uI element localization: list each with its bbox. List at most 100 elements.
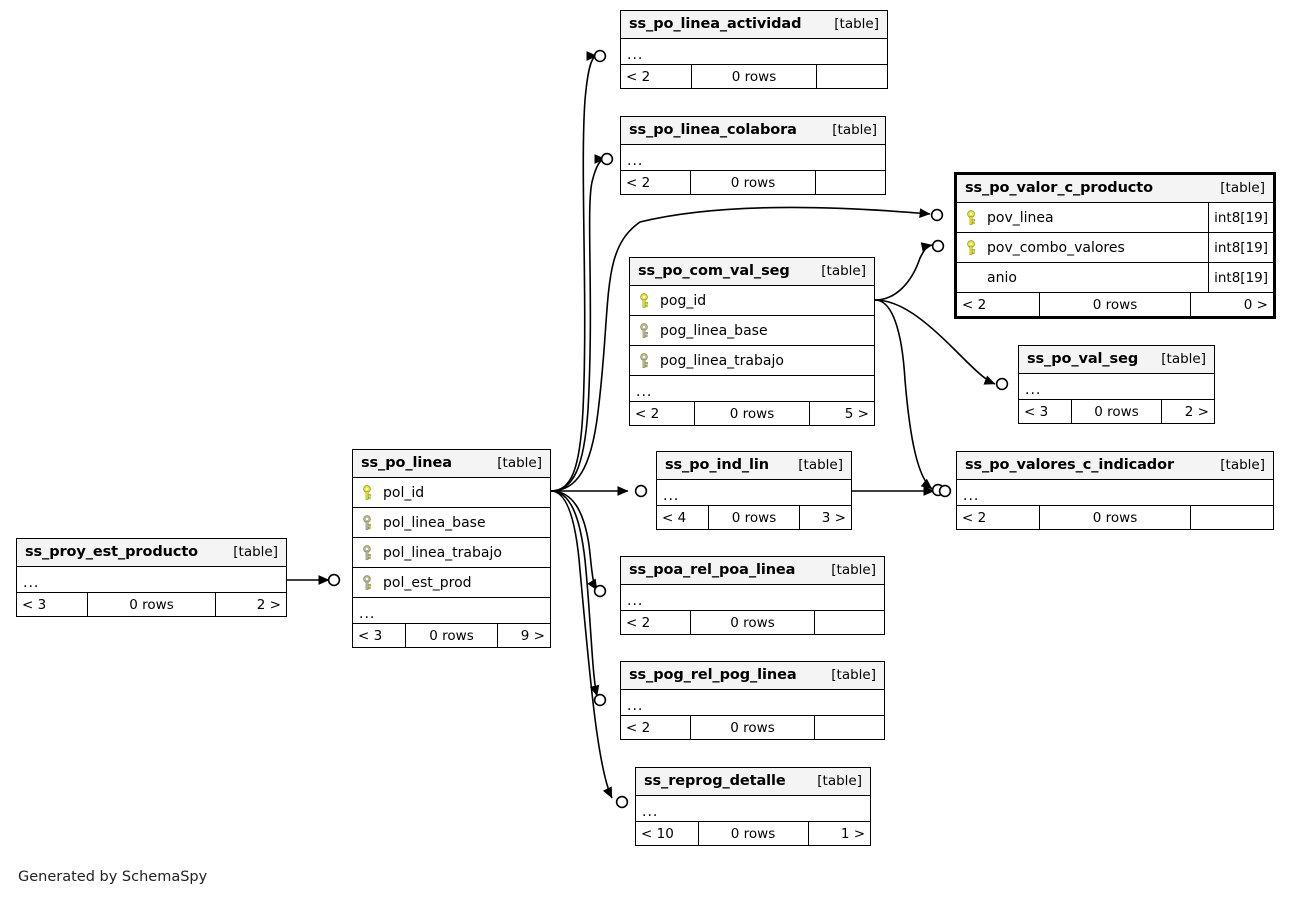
hidden-columns-ellipsis: ...	[957, 480, 1273, 506]
foreign-key-icon	[637, 322, 660, 339]
footer-center: 0 rows	[689, 611, 816, 634]
column-row[interactable]: pol_linea_trabajo	[353, 538, 550, 568]
column-row[interactable]: pog_linea_trabajo	[630, 346, 874, 376]
table-header: ss_po_valores_c_indicador[table]	[957, 452, 1273, 480]
table-header: ss_poa_rel_poa_linea[table]	[621, 557, 884, 585]
column-row[interactable]: pol_id	[353, 478, 550, 508]
table-node-ss_po_com_val_seg[interactable]: ss_po_com_val_seg [table] pog_id pog_linea_…	[629, 257, 875, 426]
ellipsis-text: ...	[23, 574, 40, 591]
table-header: ss_po_linea_colabora[table]	[621, 117, 885, 145]
footer-center: 0 rows	[1039, 293, 1191, 316]
table-header: ss_po_linea[table]	[353, 450, 550, 478]
table-name: ss_po_linea_colabora	[629, 122, 797, 138]
ellipsis-text: ...	[627, 152, 644, 169]
table-name: ss_reprog_detalle	[644, 773, 786, 789]
footer-left: < 2	[635, 405, 660, 422]
table-type-label: [table]	[1220, 180, 1265, 196]
column-row[interactable]: anio int8[19]	[957, 263, 1273, 293]
table-footer: < 2 0 rows	[621, 716, 884, 739]
table-name: ss_po_linea_actividad	[629, 16, 802, 32]
footer-left: < 4	[662, 509, 687, 526]
table-type-label: [table]	[821, 263, 866, 279]
hidden-columns-ellipsis: ...	[621, 39, 887, 65]
table-footer: < 2 0 rows	[621, 611, 884, 634]
ellipsis-text: ...	[642, 803, 659, 820]
footer-center: 0 rows	[405, 624, 498, 647]
foreign-key-icon	[360, 544, 383, 561]
hidden-columns-ellipsis: ...	[621, 145, 885, 171]
column-type: int8[19]	[1208, 263, 1273, 292]
table-type-label: [table]	[834, 16, 879, 32]
column-name-cell: pov_linea	[957, 210, 1208, 226]
column-name-cell: pol_est_prod	[353, 575, 550, 591]
column-name-cell: pog_linea_trabajo	[630, 353, 874, 369]
ellipsis-text: ...	[663, 487, 680, 504]
footer-center: 0 rows	[1039, 506, 1191, 529]
table-name: ss_po_com_val_seg	[638, 263, 790, 279]
table-node-ss_po_valores_c_indicador[interactable]: ss_po_valores_c_indicador[table]... < 2 0 …	[956, 451, 1274, 530]
column-row[interactable]: pol_linea_base	[353, 508, 550, 538]
footer-left: < 2	[626, 614, 651, 631]
ellipsis-text: ...	[359, 605, 376, 622]
column-label: pol_linea_base	[383, 514, 486, 531]
column-name-cell: pol_linea_base	[353, 515, 550, 531]
footer-right	[1191, 506, 1273, 529]
ellipsis-text: ...	[636, 383, 653, 400]
table-node-ss_pog_rel_pog_linea[interactable]: ss_pog_rel_pog_linea [table]... < 2 0 rows	[620, 661, 885, 740]
column-label: pog_id	[660, 292, 707, 309]
table-header: ss_pog_rel_pog_linea [table]	[621, 662, 884, 690]
column-type: int8[19]	[1208, 233, 1273, 262]
footer-right: 5 >	[844, 405, 869, 422]
hidden-columns-ellipsis: ...	[621, 585, 884, 611]
footer-center: 0 rows	[697, 822, 809, 845]
footer-center: 0 rows	[1070, 400, 1163, 423]
column-label: anio	[987, 269, 1017, 286]
table-node-ss_poa_rel_poa_linea[interactable]: ss_poa_rel_poa_linea[table]... < 2 0 rows	[620, 556, 885, 635]
footer-left: < 2	[962, 509, 987, 526]
hidden-columns-ellipsis: ...	[1019, 374, 1214, 400]
table-type-label: [table]	[831, 667, 876, 683]
ellipsis-text: ...	[963, 487, 980, 504]
table-name: ss_pog_rel_pog_linea	[629, 667, 797, 683]
column-label: pol_linea_trabajo	[383, 544, 502, 561]
hidden-columns-ellipsis: ...	[636, 796, 870, 822]
foreign-key-icon	[360, 514, 383, 531]
ellipsis-text: ...	[1025, 381, 1042, 398]
column-name-cell: pov_combo_valores	[957, 240, 1208, 256]
table-header: ss_po_ind_lin[table]	[657, 452, 851, 480]
table-name: ss_po_linea	[361, 455, 452, 471]
footer-left: < 2	[626, 719, 651, 736]
foreign-key-icon	[637, 352, 660, 369]
footer-right: 1 >	[840, 825, 866, 842]
ellipsis-text: ...	[627, 592, 644, 609]
generated-by-credit: Generated by SchemaSpy	[18, 869, 208, 885]
table-header: ss_po_valor_c_producto [table]	[957, 175, 1273, 203]
primary-key-icon	[637, 292, 660, 309]
column-label: pog_linea_trabajo	[660, 352, 784, 369]
column-row[interactable]: pog_linea_base	[630, 316, 874, 346]
column-row[interactable]: pog_id	[630, 286, 874, 316]
footer-center: 0 rows	[689, 716, 816, 739]
column-row[interactable]: pol_est_prod	[353, 568, 550, 598]
ellipsis-text: ...	[627, 697, 644, 714]
column-name-cell: pol_id	[353, 485, 550, 501]
footer-right: 2 >	[256, 596, 281, 613]
table-name: ss_po_valor_c_producto	[965, 180, 1153, 196]
